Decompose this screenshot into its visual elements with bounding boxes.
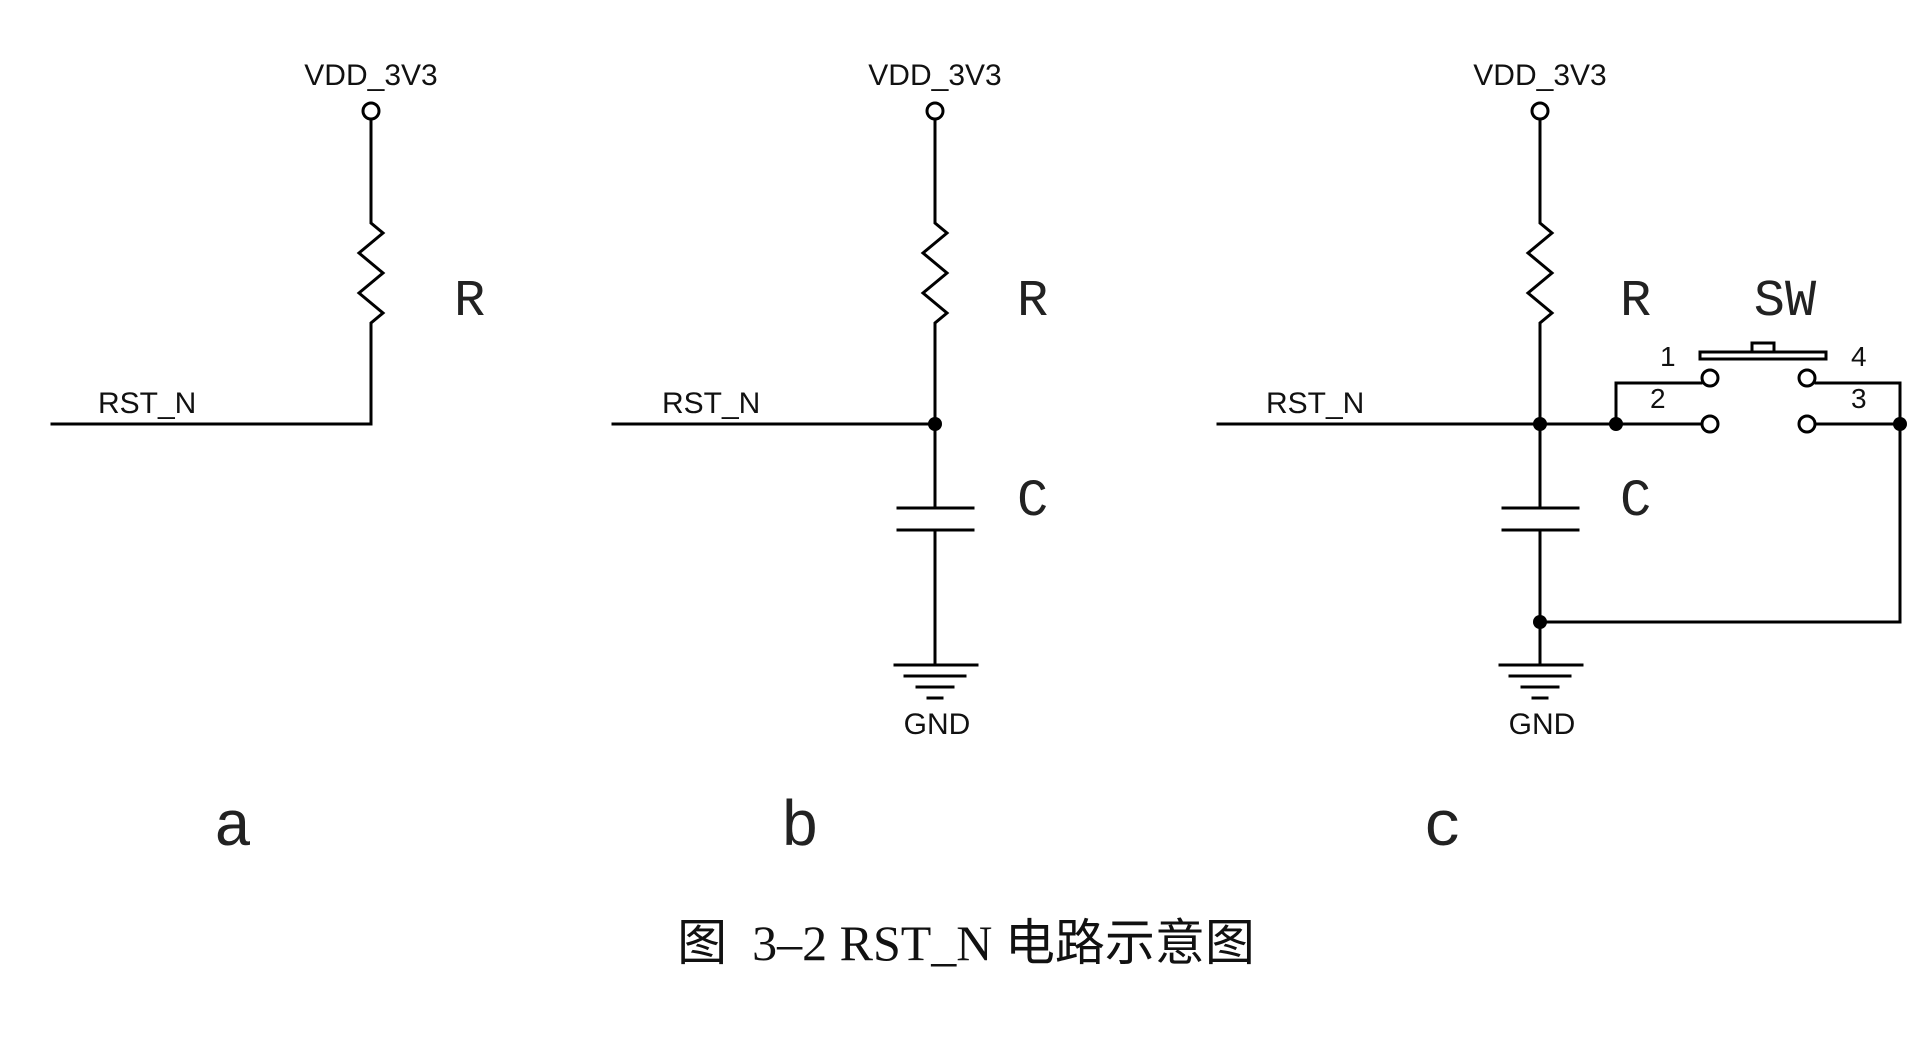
panel-c-switch-contact-4 — [1797, 368, 1817, 388]
panel-c-sub-label: c — [1424, 793, 1462, 865]
panel-a-supply-label: VDD_3V3 — [304, 59, 437, 92]
panel-c-supply-label: VDD_3V3 — [1473, 59, 1606, 92]
panel-c-switch-actuator — [1698, 341, 1828, 361]
panel-b-supply-label: VDD_3V3 — [868, 59, 1001, 92]
panel-a-resistor — [50, 117, 386, 426]
panel-b-capacitor-label: C — [1017, 472, 1048, 531]
panel-c-capacitor — [1501, 506, 1580, 667]
panel-c-switch-contact-3 — [1797, 414, 1817, 434]
panel-b: VDD_3V3 R RST_N C GND b — [611, 59, 1048, 865]
panel-a-sub-label: a — [214, 793, 252, 865]
panel-c-switch-pin-1: 1 — [1660, 341, 1676, 372]
panel-b-supply-terminal — [925, 101, 945, 121]
panel-c-switch-pin-3: 3 — [1851, 383, 1867, 414]
panel-c-resistor — [1525, 117, 1555, 510]
panel-b-capacitor — [896, 506, 975, 667]
panel-a-resistor-label: R — [454, 272, 485, 331]
panel-b-net-label: RST_N — [662, 387, 760, 420]
panel-c-resistor-label: R — [1620, 272, 1651, 331]
panel-c-capacitor-label: C — [1620, 472, 1651, 531]
panel-a-net-label: RST_N — [98, 387, 196, 420]
panel-c-switch: SW 1 2 3 4 — [1538, 272, 1907, 624]
panel-c-supply-terminal — [1530, 101, 1550, 121]
panel-c-ground-symbol — [1498, 663, 1584, 700]
panel-b-resistor-label: R — [1017, 272, 1048, 331]
panel-c-switch-junction-right — [1893, 417, 1907, 431]
panel-c-net-label: RST_N — [1266, 387, 1364, 420]
panel-c-switch-junction-left — [1609, 417, 1623, 431]
panel-c-switch-contact-2 — [1700, 414, 1720, 434]
panel-c-junction-main — [1533, 417, 1547, 431]
panel-c-switch-label: SW — [1754, 272, 1817, 331]
panel-c-switch-wiring — [1538, 381, 1902, 624]
figure-caption: 图 3–2 RST_N 电路示意图 — [677, 915, 1255, 971]
panel-a-supply-terminal — [361, 101, 381, 121]
panel-a: VDD_3V3 R RST_N a — [50, 59, 485, 865]
panel-c-switch-pin-4: 4 — [1851, 341, 1867, 372]
panel-c: VDD_3V3 R RST_N C GND SW 1 2 3 4 — [1216, 59, 1907, 865]
panel-b-junction — [928, 417, 942, 431]
panel-b-sub-label: b — [781, 793, 819, 865]
panel-b-ground-label: GND — [904, 708, 971, 741]
panel-c-switch-contact-1 — [1700, 368, 1720, 388]
panel-b-ground-symbol — [893, 663, 979, 700]
panel-c-ground-label: GND — [1509, 708, 1576, 741]
panel-b-resistor — [920, 117, 950, 510]
panel-c-switch-pin-2: 2 — [1650, 383, 1666, 414]
